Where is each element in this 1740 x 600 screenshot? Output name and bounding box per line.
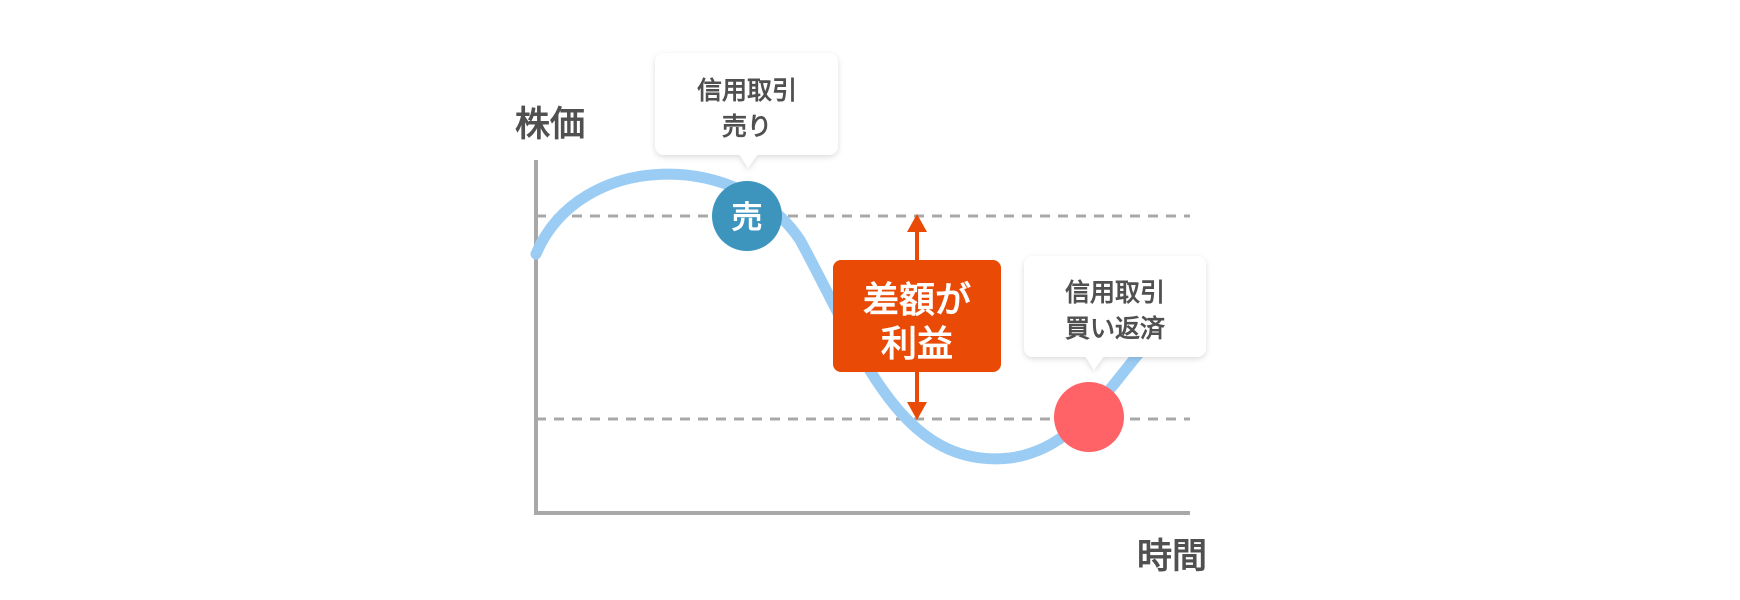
x-axis-label: 時間	[1137, 537, 1207, 577]
sell-callout	[655, 53, 838, 168]
sell-marker-label: 売	[732, 200, 763, 236]
y-axis-label: 株価	[515, 105, 585, 145]
buyback-callout-line2: 買い返済	[1065, 314, 1166, 343]
profit-box-line2: 利益	[881, 324, 953, 365]
sell-callout-line1: 信用取引	[697, 76, 797, 105]
buy-marker	[1054, 382, 1124, 452]
buyback-callout-line1: 信用取引	[1065, 278, 1165, 307]
profit-box	[833, 260, 1001, 372]
buyback-callout	[1024, 256, 1206, 370]
profit-box-line1: 差額が	[863, 280, 971, 321]
sell-callout-line2: 売り	[722, 112, 772, 141]
sell-marker	[712, 181, 782, 251]
